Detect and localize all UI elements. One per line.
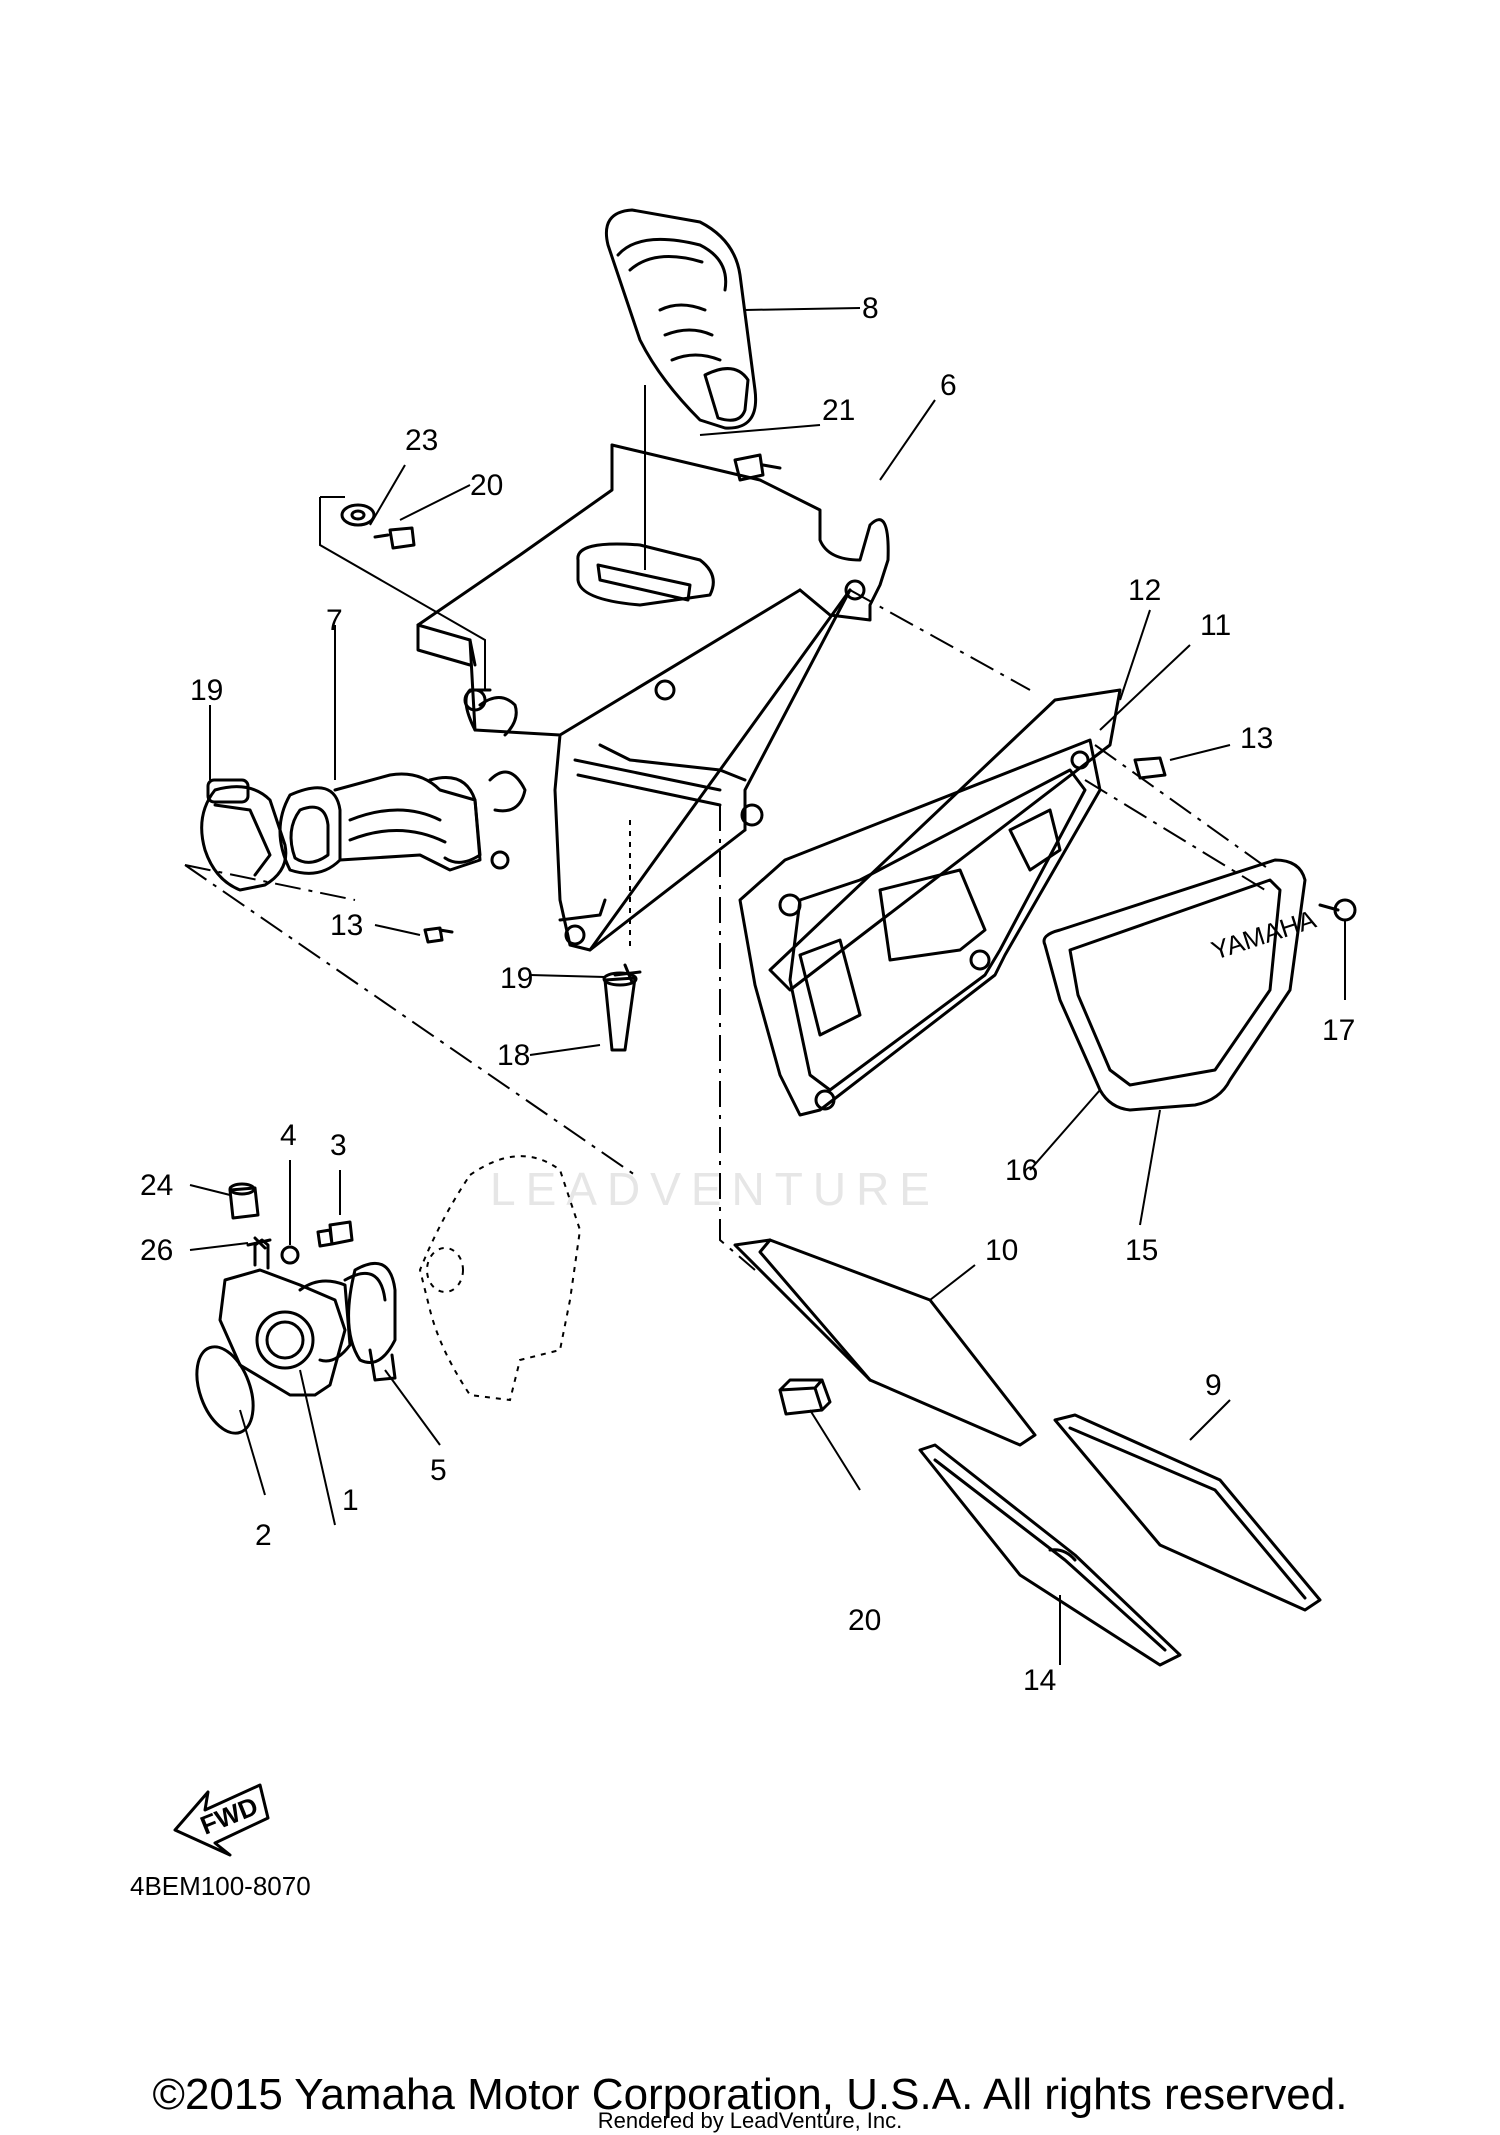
callout-6: 6 (940, 369, 957, 402)
part-5-clamp[interactable] (343, 1261, 397, 1382)
callout-3: 3 (330, 1129, 347, 1162)
part-21-clamp[interactable] (200, 778, 288, 892)
part-11-element-cage[interactable] (738, 738, 1102, 1117)
part-22-bolt[interactable] (373, 526, 416, 550)
part-15-side-cover[interactable]: YAMAHA (1042, 858, 1320, 1112)
callout-16: 16 (1005, 1154, 1038, 1187)
part-26-clip[interactable] (246, 1236, 272, 1250)
part-6-air-box[interactable] (416, 443, 890, 952)
rendered-by-notice: Rendered by LeadVenture, Inc. (597, 2108, 903, 2133)
assembly-lines (184, 385, 1271, 1271)
leader-lines (189, 307, 1346, 1665)
callout-1: 1 (342, 1484, 359, 1517)
callout-5: 5 (430, 1454, 447, 1487)
copyright-notice: ©2015 Yamaha Motor Corporation, U.S.A. A… (152, 2070, 1348, 2119)
part-9-filter-guide[interactable] (1053, 1413, 1322, 1612)
part-2-o-ring[interactable] (186, 1339, 264, 1441)
callout-13-right: 13 (1240, 722, 1273, 755)
carburetor-outline (418, 1155, 582, 1402)
callout-21: 19 (190, 674, 223, 707)
diagram-code: 4BEM100-8070 (130, 1871, 311, 1901)
part-7-joint-tube[interactable] (278, 772, 482, 875)
part-23-bolt[interactable] (733, 453, 782, 482)
part-12-gasket[interactable] (768, 688, 1122, 992)
part-4-washer[interactable] (280, 1245, 300, 1265)
callout-24: 23 (405, 424, 438, 457)
part-20-sponge[interactable] (778, 1378, 832, 1416)
callout-13-left: 13 (330, 909, 363, 942)
part-3-screw[interactable] (316, 1220, 354, 1248)
callout-9: 9 (1205, 1369, 1222, 1402)
part-10-air-filter[interactable] (733, 1238, 1037, 1447)
callout-18: 18 (497, 1039, 530, 1072)
part-18-grommet[interactable] (602, 971, 638, 1052)
callout-20: 20 (848, 1604, 881, 1637)
fwd-arrow-icon: FWD (173, 1783, 270, 1857)
part-24-nut[interactable] (340, 503, 376, 527)
callout-7: 7 (326, 604, 343, 637)
part-14-guide[interactable] (918, 1443, 1182, 1667)
part-13-bolt-right[interactable] (1133, 756, 1167, 780)
cover-brand-text: YAMAHA (1208, 904, 1320, 966)
callout-4: 4 (280, 1119, 297, 1152)
part-8-intake-duct[interactable] (605, 208, 758, 430)
callout-12: 12 (1128, 574, 1161, 607)
callout-14: 14 (1023, 1664, 1056, 1697)
callout-11: 11 (1200, 609, 1231, 642)
part-1-joint[interactable] (218, 1238, 352, 1397)
callouts: 8 21 6 23 20 7 19 12 11 13 13 17 19 18 1… (140, 292, 1355, 1697)
callout-26: 26 (140, 1234, 173, 1267)
callout-2: 2 (255, 1519, 272, 1552)
callout-8: 8 (862, 292, 879, 325)
callout-25: 24 (140, 1169, 173, 1202)
callout-22: 20 (470, 469, 503, 502)
callout-15: 15 (1125, 1234, 1158, 1267)
callout-17: 17 (1322, 1014, 1355, 1047)
part-19-clip[interactable] (613, 963, 642, 984)
watermark-text: LEADVENTURE (490, 1163, 940, 1215)
callout-19: 19 (500, 962, 533, 995)
part-13-bolt-left[interactable] (423, 926, 454, 944)
part-25-pipe[interactable] (228, 1182, 260, 1220)
part-17-screw[interactable] (1318, 898, 1357, 922)
callout-23: 21 (822, 394, 855, 427)
callout-10: 10 (985, 1234, 1018, 1267)
